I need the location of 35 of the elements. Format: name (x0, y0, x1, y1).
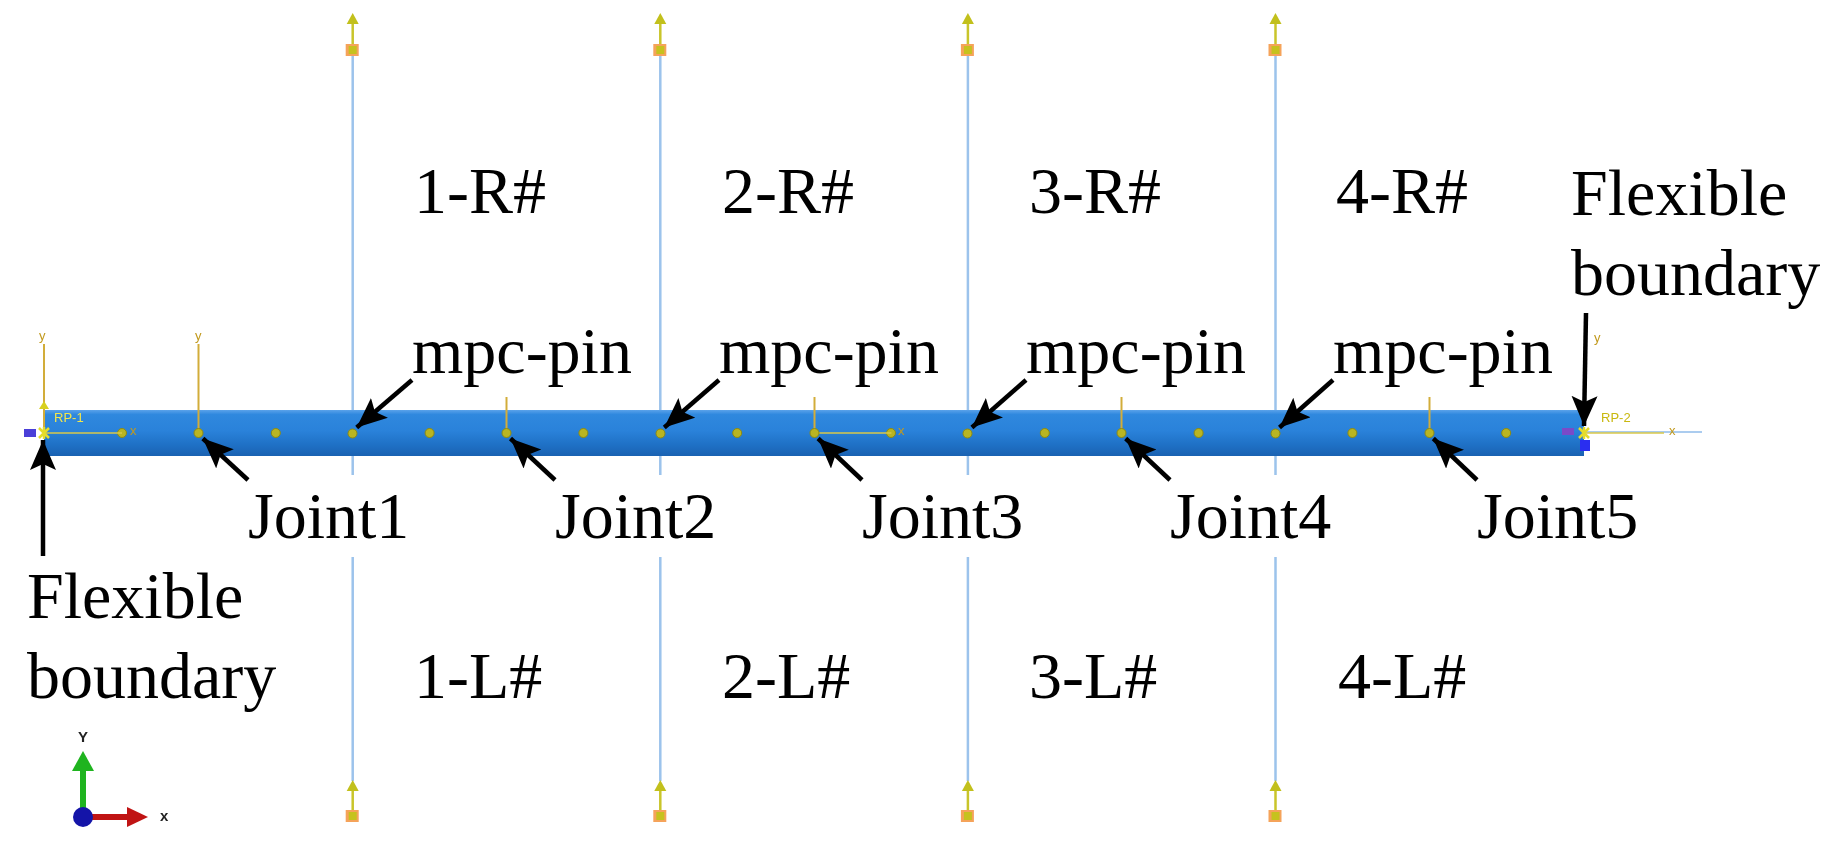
axis-label: y (1594, 331, 1601, 345)
annotation-label: mpc-pin (1333, 315, 1553, 387)
region-label: 4-R# (1336, 155, 1468, 227)
region-label: 2-L# (722, 640, 851, 712)
region-label: 1-L# (414, 640, 543, 712)
annotation-label: Flexible boundary (27, 556, 289, 716)
annotation-label: Joint5 (1477, 480, 1639, 552)
annotation-label: Flexible boundary (1571, 153, 1828, 313)
leader-arrow (1278, 378, 1335, 430)
region-label: 4-L# (1338, 640, 1467, 712)
reference-point-label: RP-2 (1601, 411, 1631, 425)
axis-label: Y (78, 729, 88, 745)
annotation-label: mpc-pin (412, 315, 632, 387)
annotation-label: Joint3 (862, 480, 1024, 552)
annotation-label: mpc-pin (1026, 315, 1246, 387)
axis-label: y (39, 329, 46, 343)
annotation-label: mpc-pin (719, 315, 939, 387)
axis-label: x (898, 424, 905, 438)
leader-arrow (662, 378, 721, 430)
region-label: 1-R# (414, 155, 546, 227)
leader-arrow (1571, 312, 1598, 427)
annotation-label: Joint4 (1170, 480, 1332, 552)
axis-label: x (1669, 424, 1676, 438)
axis-label: x (130, 424, 137, 438)
reference-point-label: RP-1 (54, 411, 84, 425)
leader-arrow (355, 378, 414, 430)
annotation-label: Joint2 (555, 480, 717, 552)
region-label: 3-L# (1029, 640, 1158, 712)
annotation-label: Joint1 (248, 480, 410, 552)
leader-arrow (970, 378, 1028, 430)
axis-label: y (195, 329, 202, 343)
region-label: 3-R# (1029, 155, 1161, 227)
region-label: 2-R# (722, 155, 854, 227)
axis-label: x (160, 808, 169, 824)
leader-arrow (30, 440, 56, 556)
